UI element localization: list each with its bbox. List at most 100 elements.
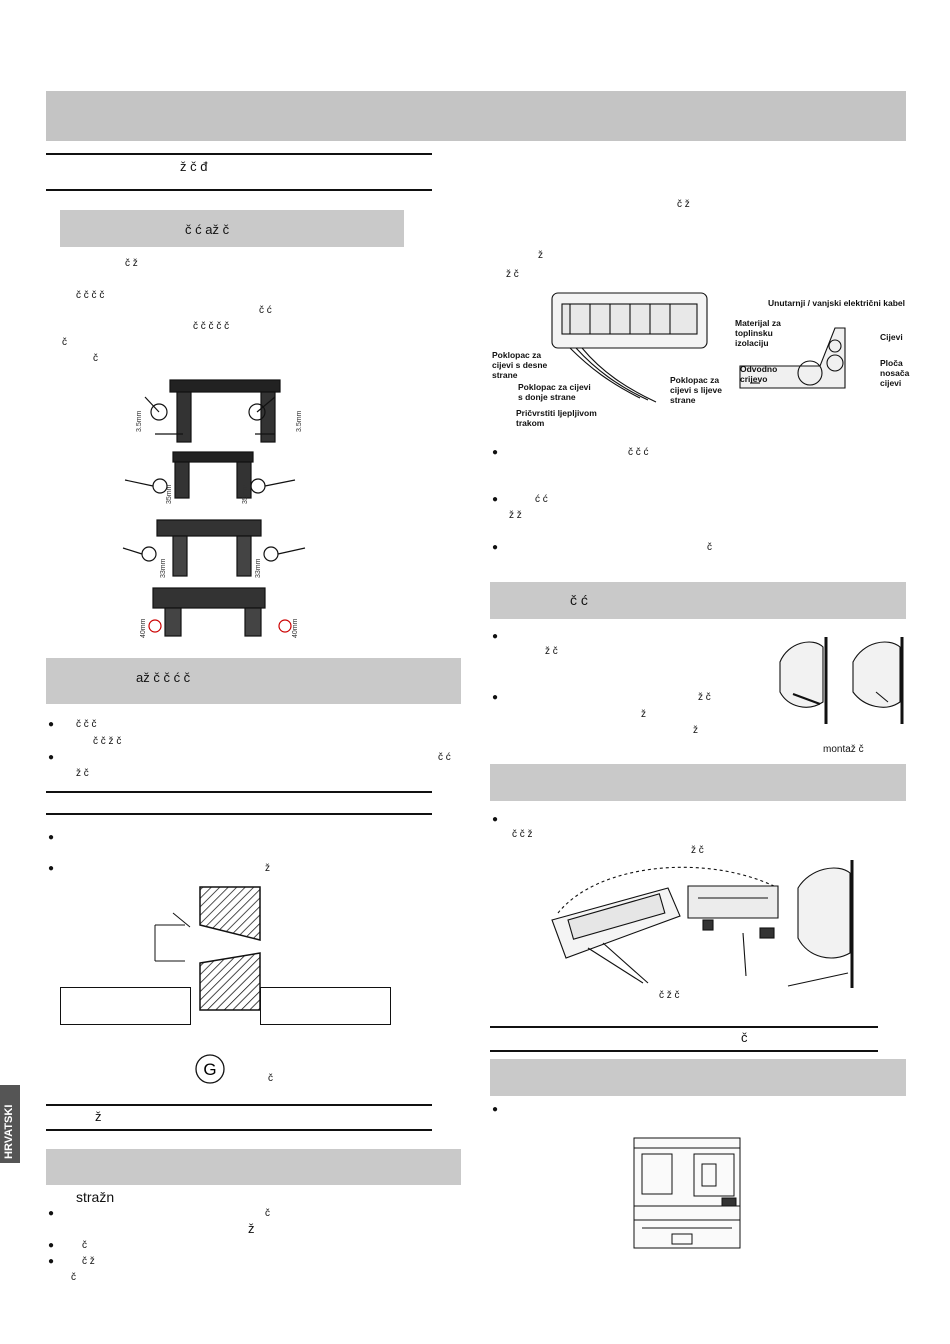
text-line: č (265, 1208, 270, 1219)
text-line: ž č (76, 768, 89, 779)
bullet-icon: ● (492, 542, 499, 553)
text-line: č č č č č (193, 321, 230, 332)
section-heading: č (741, 1030, 748, 1045)
language-tab-label: HRVATSKI (3, 1104, 15, 1159)
diagram-label: trakom (516, 418, 545, 428)
text-line: stražn (76, 1189, 115, 1205)
label-box (260, 987, 391, 1025)
dimension-label: 35mm (242, 484, 249, 504)
diagram-label: Poklopac za cijevi (518, 382, 591, 392)
bullet-icon: ● (48, 752, 55, 763)
text-line: ž č (691, 845, 704, 856)
diagram-label: s donje strane (518, 392, 576, 402)
diagram-label: cijevi s desne (492, 360, 548, 370)
bullet-icon: ● (48, 832, 55, 843)
divider (46, 791, 432, 793)
figure-caption: montaž č (823, 744, 864, 755)
text-line: č (93, 353, 98, 364)
subsection-box (46, 658, 461, 704)
text-line: č ć (259, 305, 272, 316)
bullet-icon: ● (492, 814, 499, 825)
text-line: č ž (125, 258, 138, 269)
text-line: ž (641, 709, 646, 720)
diagram-label: toplinsku (735, 328, 773, 338)
diagram-label: crijevo (740, 374, 767, 384)
installation-sketch (551, 860, 854, 988)
bullet-icon: ● (492, 447, 499, 458)
unit-hook-sketch (779, 637, 904, 724)
diagram-label: cijevi s lijeve (670, 385, 722, 395)
bullet-icon: ● (48, 1240, 55, 1251)
diagram-label-pipes: Cijevi (880, 332, 903, 342)
divider (46, 189, 432, 191)
subsection-box (46, 1149, 461, 1185)
text-line: č (71, 1272, 76, 1283)
text-line: ž č (506, 269, 519, 280)
diagram-label: strane (670, 395, 696, 405)
dimension-label: 3.5mm (136, 410, 143, 432)
diagram-label: Ploča (880, 358, 903, 368)
section-heading: ž (95, 1109, 102, 1124)
subsection-title: č ć až č (185, 222, 230, 237)
diagram-label: Odvodno (740, 364, 777, 374)
text-line: č ž (82, 1256, 95, 1267)
diagram-label-cable: Unutarnji / vanjski električni kabel (768, 298, 905, 308)
page-header-banner (46, 91, 906, 141)
subsection-box (490, 1059, 906, 1096)
text-line: ć ć (535, 494, 548, 505)
dimension-label: 33mm (255, 558, 262, 578)
subsection-title: č ć (570, 592, 588, 608)
bullet-icon: ● (48, 1256, 55, 1267)
divider (46, 153, 432, 155)
divider (490, 1050, 878, 1052)
mounting-plate-diagrams: 3.5mm 3.5mm 35mm 35mm 33mm 33mm 40mm 40m… (122, 379, 306, 638)
label-box (60, 987, 191, 1025)
divider (490, 1026, 878, 1028)
text-line: č č ć (628, 447, 649, 458)
text-line: č č č č (76, 290, 105, 301)
text-line: č (707, 542, 712, 553)
diagram-label: Poklopac za (670, 375, 719, 385)
bullet-icon: ● (48, 863, 55, 874)
text-line: ž (538, 250, 543, 261)
diagram-label: cijevi (880, 378, 901, 388)
diagram-label: strane (492, 370, 518, 380)
text-line: č ž (677, 199, 690, 210)
bullet-icon: ● (48, 719, 55, 730)
diagram-label: izolaciju (735, 338, 769, 348)
dimension-label: 35mm (166, 484, 173, 504)
text-line: ž ž (509, 510, 522, 521)
bullet-icon: ● (48, 1208, 55, 1219)
text-line: č (268, 1073, 273, 1084)
text-line: č (82, 1240, 87, 1251)
text-line: ž č (698, 692, 711, 703)
text-line: č č č (76, 719, 97, 730)
text-line: ž (265, 863, 270, 874)
bullet-icon: ● (492, 692, 499, 703)
dimension-label: 40mm (140, 618, 147, 638)
divider (46, 813, 432, 815)
subsection-box (60, 210, 404, 247)
diagram-label: nosača (880, 368, 910, 378)
subsection-title: až č č ć č (136, 670, 191, 685)
text-line: č č ž (512, 829, 533, 840)
indoor-unit-internal-view (633, 1137, 741, 1249)
diagram-label: Pričvrstiti ljepljivom (516, 408, 597, 418)
diagram-label: Materijal za (735, 318, 781, 328)
figure-caption: č ž č (659, 990, 680, 1001)
text-line: č (62, 337, 67, 348)
dimension-label: 33mm (160, 558, 167, 578)
bullet-icon: ● (492, 494, 499, 505)
divider (46, 1129, 432, 1131)
subsection-box (490, 764, 906, 801)
text-line: ž č (545, 646, 558, 657)
language-tab: HRVATSKI (0, 1085, 20, 1163)
bullet-icon: ● (492, 1104, 499, 1115)
diagram-label: Poklopac za (492, 350, 541, 360)
bullet-icon: ● (492, 631, 499, 642)
section-heading: ž č đ (180, 159, 208, 174)
dimension-label: 40mm (292, 618, 299, 638)
text-line: č č ž č (93, 736, 122, 747)
text-line: ž (248, 1221, 255, 1236)
text-line: ž (693, 725, 698, 736)
